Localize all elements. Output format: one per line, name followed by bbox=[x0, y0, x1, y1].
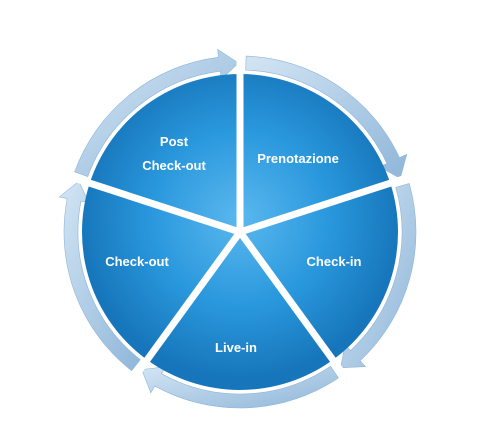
divider-1 bbox=[238, 173, 413, 236]
divider-4 bbox=[67, 173, 242, 236]
segment-check-out bbox=[82, 183, 241, 360]
segment-dividers bbox=[67, 52, 413, 380]
label-prenotazione: Prenotazione bbox=[257, 151, 339, 166]
divider-3 bbox=[131, 229, 243, 380]
segment-live-in bbox=[147, 232, 333, 390]
cycle-segments bbox=[82, 74, 399, 390]
label-check-out: Check-out bbox=[105, 254, 169, 269]
segment-check-in bbox=[240, 183, 399, 360]
cycle-arrows bbox=[58, 48, 417, 409]
label-live-in: Live-in bbox=[215, 340, 257, 355]
divider-2 bbox=[237, 229, 349, 380]
label-check-in: Check-in bbox=[307, 254, 362, 269]
